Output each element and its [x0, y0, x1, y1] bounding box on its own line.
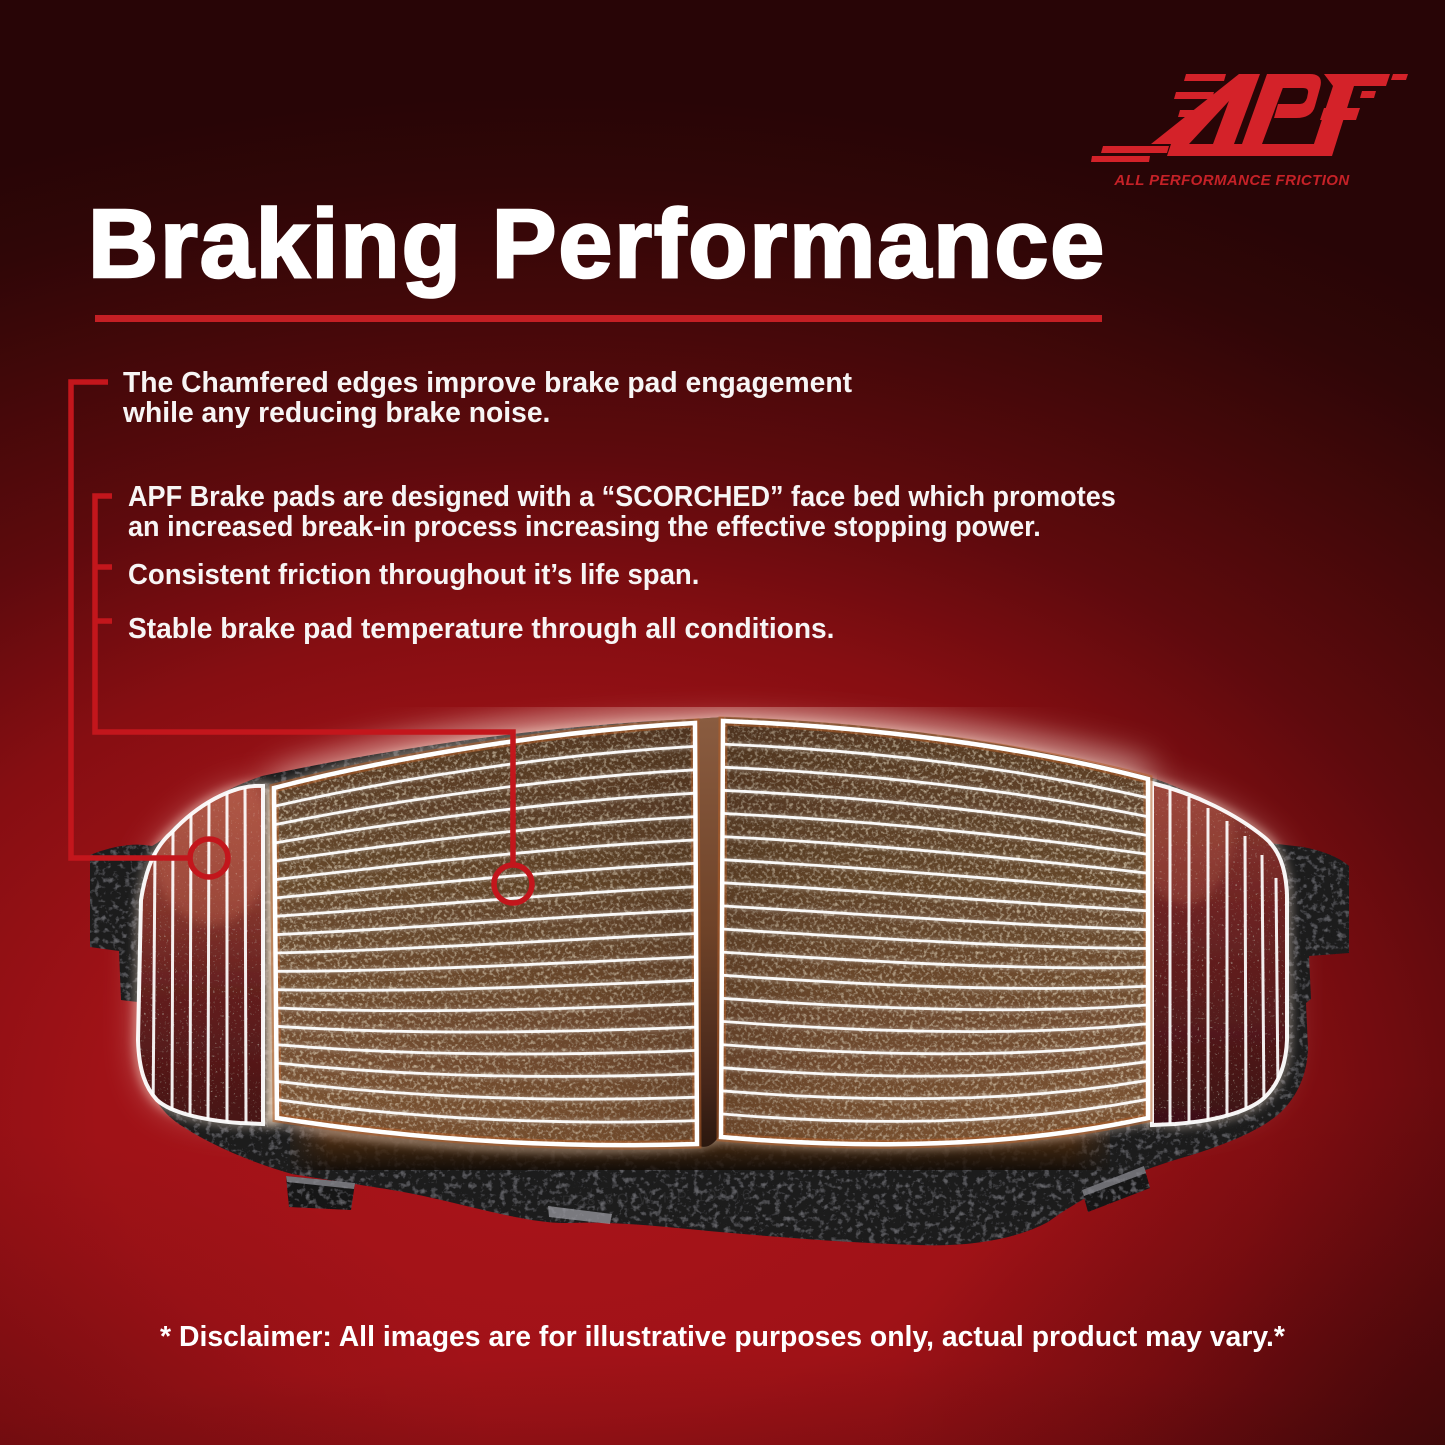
svg-text:ALL PERFORMANCE FRICTION: ALL PERFORMANCE FRICTION: [1113, 172, 1350, 189]
svg-text:D28 6Q W HP 10906: D28 6Q W HP 10906: [562, 1186, 754, 1210]
